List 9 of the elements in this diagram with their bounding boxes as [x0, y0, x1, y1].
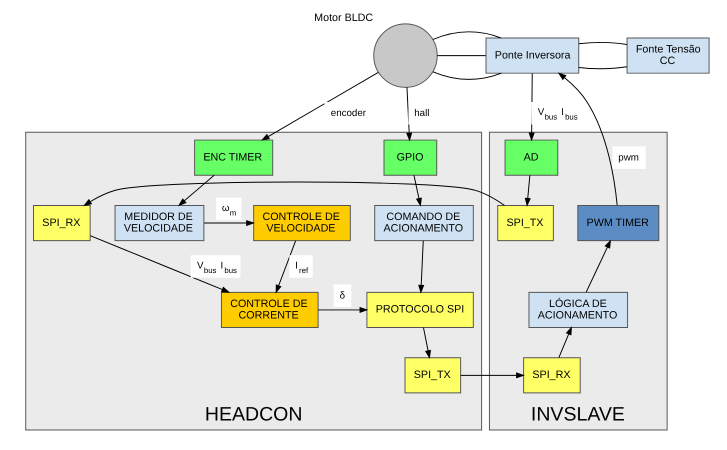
edge-label: pwm — [618, 152, 639, 164]
edge-label: δ — [340, 290, 346, 302]
edge-label: I$_{ref}$ — [295, 260, 308, 275]
node-label: Motor BLDC — [314, 12, 374, 24]
edge-label: encoder — [330, 108, 366, 120]
edge-label: V$_{bus}$ I$_{bus}$ — [197, 260, 237, 275]
edge-label: V$_{bus}$ I$_{bus}$ — [538, 107, 578, 122]
edge-label: ω$_{m}$ — [222, 202, 236, 218]
edge-label: hall — [414, 108, 430, 120]
